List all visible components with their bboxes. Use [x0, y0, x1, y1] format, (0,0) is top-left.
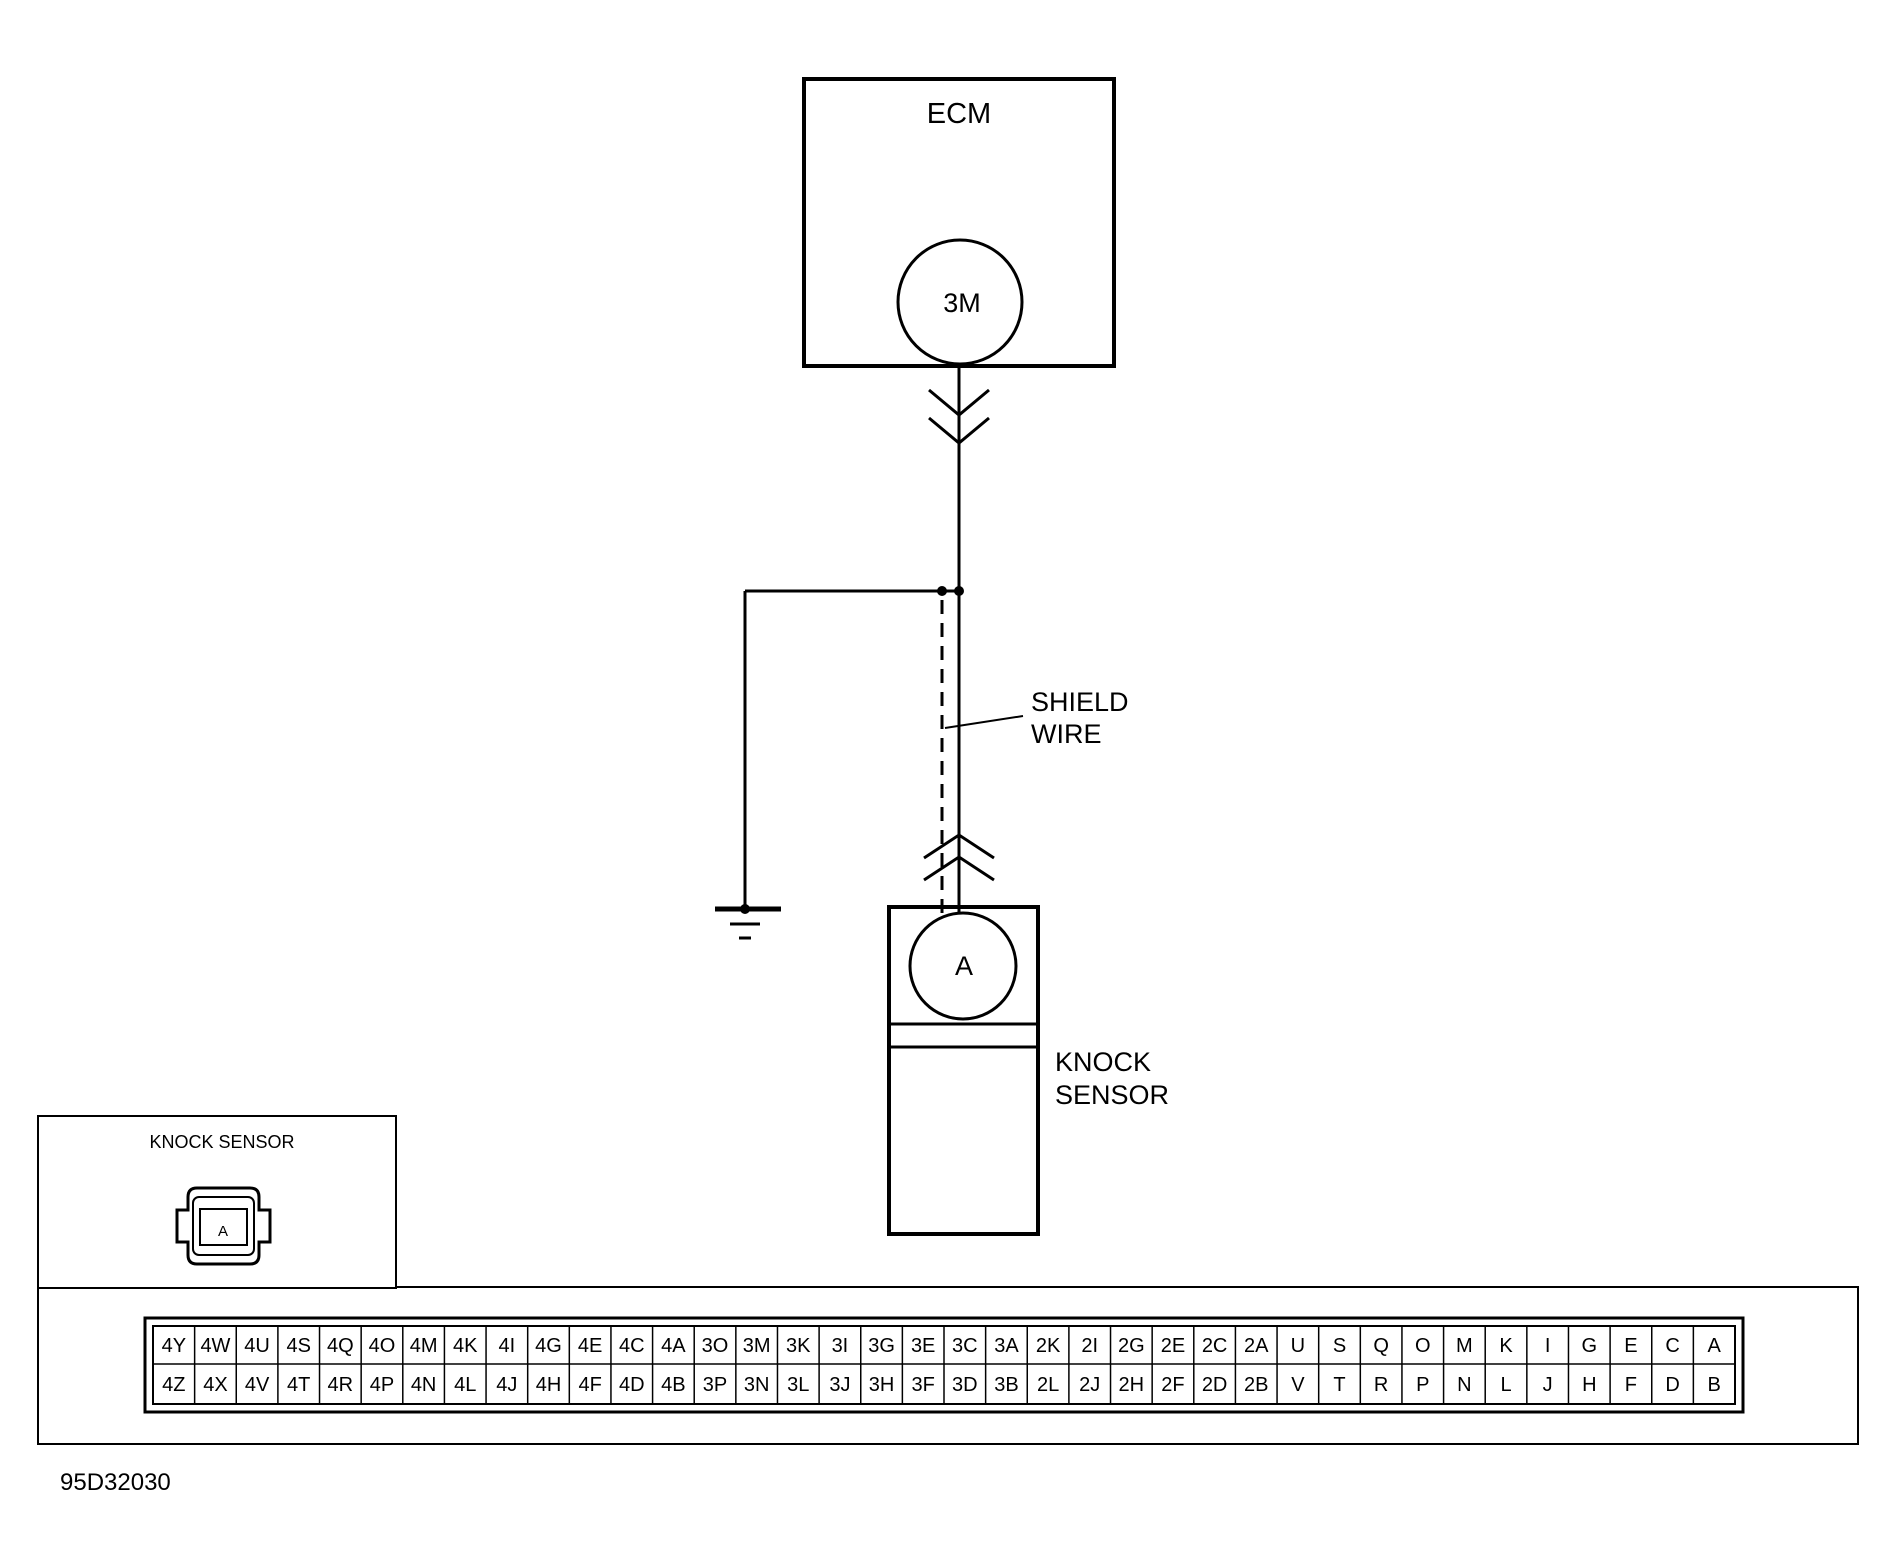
connector-pin-label: H [1582, 1374, 1596, 1396]
ground-icon [715, 904, 781, 940]
sensor-label-line2: SENSOR [1055, 1080, 1169, 1110]
ecm-terminal-label: 3M [943, 288, 981, 318]
connector-pin-label: U [1291, 1335, 1305, 1357]
connector-pin-label: 4J [496, 1374, 517, 1396]
connector-pin-label: 3C [952, 1335, 978, 1357]
connector-pin-label: N [1457, 1374, 1471, 1396]
connector-pin-label: 4I [499, 1335, 516, 1357]
connector-pin-label: 3O [702, 1335, 729, 1357]
connector-pin-label: 4L [454, 1374, 476, 1396]
connector-pin-label: 2A [1244, 1335, 1269, 1357]
connector-view-pin: A [218, 1223, 228, 1240]
connector-pin-label: 4K [453, 1335, 478, 1357]
connector-pin-label: 4C [619, 1335, 645, 1357]
connector-pin-label: Q [1373, 1335, 1389, 1357]
connector-pin-label: 4P [370, 1374, 394, 1396]
connector-pin-label: 4X [203, 1374, 227, 1396]
connector-pin-label: E [1624, 1335, 1637, 1357]
connector-pin-label: 2J [1079, 1374, 1100, 1396]
connector-pin-label: 2L [1037, 1374, 1059, 1396]
connector-pin-label: 2I [1081, 1335, 1098, 1357]
ecm-box: ECM 3M [802, 77, 1116, 368]
connector-pin-label: 3G [868, 1335, 895, 1357]
connector-pin-label: 4Q [327, 1335, 354, 1357]
connector-pin-label: J [1543, 1374, 1553, 1396]
connector-pin-label: P [1416, 1374, 1429, 1396]
shield-label-line1: SHIELD [1031, 687, 1129, 717]
connector-pin-label: R [1374, 1374, 1388, 1396]
connector-pin-label: K [1499, 1335, 1513, 1357]
connector-pin-label: V [1291, 1374, 1305, 1396]
connector-pin-label: 4G [535, 1335, 562, 1357]
connector-pin-label: 4W [200, 1335, 230, 1357]
connector-pin-label: 3B [994, 1374, 1018, 1396]
connector-pin-label: 3I [832, 1335, 849, 1357]
sensor-terminal-label: A [955, 951, 973, 981]
connector-pin-label: 2H [1119, 1374, 1145, 1396]
sensor-label-line1: KNOCK [1055, 1047, 1151, 1077]
connector-pin-label: 2K [1036, 1335, 1061, 1357]
connector-pin-label: O [1415, 1335, 1431, 1357]
ecm-connector-panel: 4Y 4W 4U 4S 4Q 4O 4M 4K 4I 4G 4E 4C 4A 3O 3M 3K 3I 3G 3E 3C… [37, 1286, 1859, 1445]
connector-pin-label: S [1333, 1335, 1346, 1357]
connector-pin-label: 2C [1202, 1335, 1228, 1357]
connector-pin-label: 2D [1202, 1374, 1228, 1396]
connector-pin-label: L [1500, 1374, 1511, 1396]
connector-pin-label: 2F [1161, 1374, 1184, 1396]
connector-pin-label: C [1665, 1335, 1679, 1357]
connector-pin-label: 3K [786, 1335, 811, 1357]
connector-pin-label: 3P [703, 1374, 727, 1396]
figure-code: 95D32030 [60, 1469, 171, 1496]
connector-pin-label: A [1708, 1335, 1722, 1357]
connector-pin-label: 3L [787, 1374, 809, 1396]
connector-pin-label: T [1333, 1374, 1345, 1396]
ecm-connector-pin-grid: 4Y 4W 4U 4S 4Q 4O 4M 4K 4I 4G 4E 4C 4A 3O 3M 3K 3I 3G 3E 3C… [162, 1326, 1722, 1404]
connector-pin-label: 4Y [162, 1335, 186, 1357]
connector-pin-label: 4B [661, 1374, 685, 1396]
connector-pin-label: 4M [410, 1335, 438, 1357]
connector-pin-label: B [1708, 1374, 1721, 1396]
connector-pin-label: 4N [411, 1374, 437, 1396]
connector-pin-label: 4S [286, 1335, 310, 1357]
connector-pin-label: 3J [829, 1374, 850, 1396]
connector-pin-label: D [1665, 1374, 1679, 1396]
sensor-connector-icon [175, 1186, 272, 1266]
connector-pin-label: 4O [369, 1335, 396, 1357]
connector-pin-label: 4E [578, 1335, 602, 1357]
connector-pin-label: I [1545, 1335, 1551, 1357]
connector-pin-label: 4D [619, 1374, 645, 1396]
knock-sensor: A KNOCK SENSOR [887, 905, 1169, 1236]
signal-wire [923, 364, 995, 908]
connector-view-panel: KNOCK SENSOR A [37, 1115, 397, 1289]
connector-pin-label: 3F [912, 1374, 935, 1396]
connector-pin-label: 4V [245, 1374, 270, 1396]
connector-pin-label: 3A [994, 1335, 1019, 1357]
connector-pin-label: F [1625, 1374, 1637, 1396]
connector-pin-label: 4U [244, 1335, 270, 1357]
connector-pin-label: 3D [952, 1374, 978, 1396]
connector-pin-label: 4H [536, 1374, 562, 1396]
shield-label-line2: WIRE [1031, 719, 1102, 749]
connector-pin-label: 3H [869, 1374, 895, 1396]
connector-pin-label: 3E [911, 1335, 935, 1357]
connector-pin-label: 4Z [162, 1374, 185, 1396]
connector-pin-label: 2E [1161, 1335, 1185, 1357]
connector-pin-label: M [1456, 1335, 1473, 1357]
connector-pin-label: 4R [328, 1374, 354, 1396]
connector-pin-label: 3M [743, 1335, 771, 1357]
shield-wire: SHIELD WIRE [743, 586, 1129, 909]
connector-pin-label: 4T [287, 1374, 310, 1396]
connector-pin-label: 4F [578, 1374, 601, 1396]
ecm-label: ECM [927, 98, 991, 130]
connector-pin-label: G [1582, 1335, 1598, 1357]
connector-view-title: KNOCK SENSOR [149, 1132, 294, 1152]
connector-pin-label: 4A [661, 1335, 686, 1357]
connector-pin-label: 2G [1118, 1335, 1145, 1357]
connector-pin-label: 3N [744, 1374, 770, 1396]
connector-pin-label: 2B [1244, 1374, 1268, 1396]
